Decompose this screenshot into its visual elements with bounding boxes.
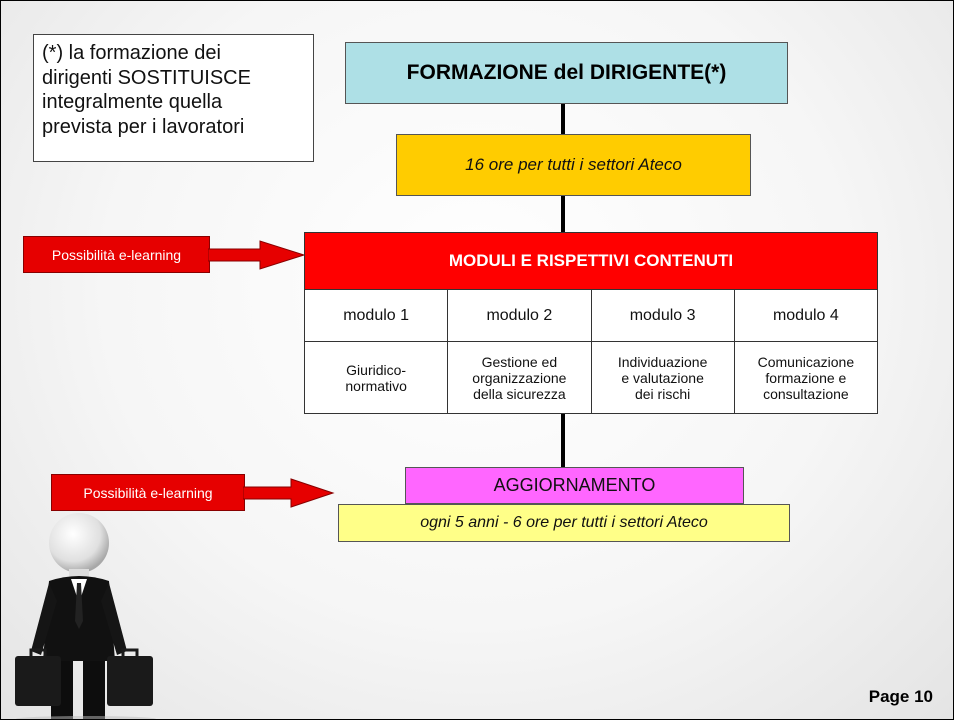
module-desc: Individuazione e valutazione dei rischi [592,342,735,414]
title-box: FORMAZIONE del DIRIGENTE(*) [345,42,788,104]
module-desc: Giuridico- normativo [305,342,449,414]
footnote-box: (*) la formazione dei dirigenti SOSTITUI… [33,34,314,162]
module-desc: Comunicazione formazione e consultazione [735,342,877,414]
connector-line-middle [561,196,565,232]
module-desc-line: e valutazione [621,370,704,386]
arrow-right-icon [243,478,335,508]
elearning-label-update: Possibilità e-learning [51,474,245,511]
module-desc-line: Giuridico- [346,362,407,378]
footnote-line: (*) la formazione dei [42,42,221,64]
module-desc-line: Gestione ed [481,354,558,370]
module-desc-line: organizzazione [472,370,567,386]
modules-table: MODULI E RISPETTIVI CONTENUTI modulo 1 m… [304,232,878,414]
connector-line-bottom [561,414,565,467]
elearning-label-modules: Possibilità e-learning [23,236,210,273]
module-desc-line: formazione e [765,370,847,386]
update-box: AGGIORNAMENTO [405,467,744,504]
modules-header: MODULI E RISPETTIVI CONTENUTI [305,233,877,290]
module-name: modulo 3 [591,290,735,342]
footnote-line: prevista per i lavoratori [42,115,245,138]
footnote-line: dirigenti SOSTITUISCE [42,66,251,89]
hours-box: 16 ore per tutti i settori Ateco [396,134,751,196]
footnote-line: integralmente quella [42,91,223,113]
update-subtitle-box: ogni 5 anni - 6 ore per tutti i settori … [338,504,790,542]
module-desc-line: Individuazione [617,354,708,370]
module-name: modulo 4 [734,290,877,342]
module-desc-line: Comunicazione [757,354,855,370]
module-desc-line: della sicurezza [473,386,566,402]
modules-desc-row: Giuridico- normativo Gestione ed organiz… [305,342,877,414]
page-number: Page 10 [868,687,933,706]
module-desc-line: normativo [345,378,407,394]
arrow-right-icon [208,240,306,270]
connector-line-top [561,104,565,134]
module-name: modulo 1 [305,290,449,342]
module-name: modulo 2 [448,290,592,342]
module-desc: Gestione ed organizzazione della sicurez… [448,342,592,414]
businessman-illustration [15,513,156,719]
module-desc-line: dei rischi [634,386,691,402]
modules-name-row: modulo 1 modulo 2 modulo 3 modulo 4 [305,290,877,342]
module-desc-line: consultazione [763,386,849,402]
